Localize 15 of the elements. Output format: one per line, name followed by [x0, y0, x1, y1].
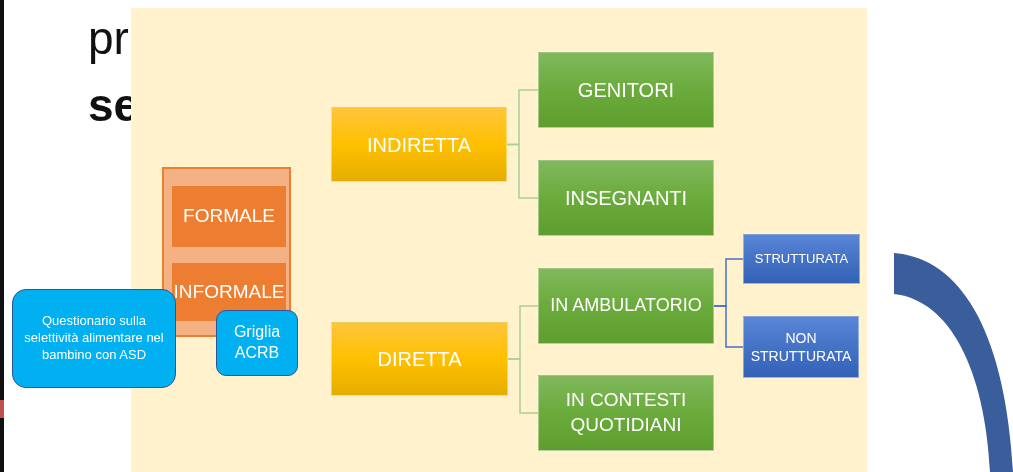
curved-band-shape [894, 253, 1013, 472]
category-box: GENITORI [538, 52, 714, 128]
category-box: DIRETTA [331, 322, 508, 396]
connector-line [713, 305, 744, 348]
category-box: FORMALE [171, 185, 287, 248]
category-box: IN AMBULATORIO [538, 268, 714, 344]
category-box: STRUTTURATA [743, 234, 860, 284]
connector-line [506, 143, 539, 199]
connector-line [507, 358, 539, 414]
category-box: NON STRUTTURATA [743, 316, 859, 378]
tool-box: Questionario sulla selettività alimentare nel bambino con ASD [12, 289, 176, 388]
category-box: INSEGNANTI [538, 160, 714, 236]
category-box: IN CONTESTI QUOTIDIANI [538, 375, 714, 451]
category-box: INDIRETTA [331, 107, 507, 182]
tool-box: Griglia ACRB [216, 310, 298, 376]
